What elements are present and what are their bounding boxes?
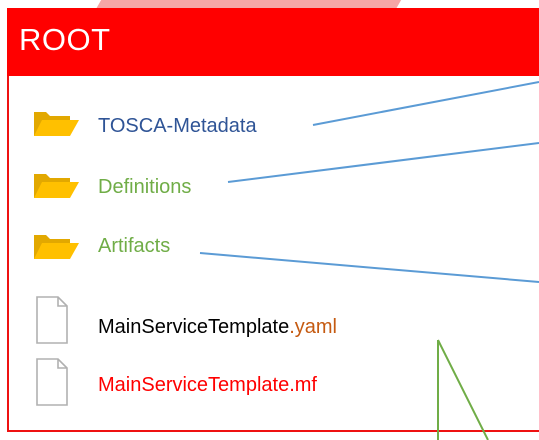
file-label-main-service-template-mf: MainServiceTemplate.mf <box>98 374 317 396</box>
folder-label-definitions: Definitions <box>98 176 192 198</box>
file-icon <box>36 296 68 344</box>
root-header <box>7 8 539 76</box>
file-label-main-service-template-yaml: MainServiceTemplate.yaml <box>98 316 337 339</box>
folder-icon <box>34 235 79 259</box>
file-name-base: MainServiceTemplate <box>98 316 290 338</box>
folder-icon <box>34 112 79 136</box>
file-item-main-service-template-mf[interactable]: MainServiceTemplate.mf <box>36 358 456 408</box>
file-item-main-service-template-yaml[interactable]: MainServiceTemplate.yaml <box>36 296 456 346</box>
file-icon <box>36 358 68 406</box>
root-title: ROOT <box>19 22 111 57</box>
folder-label-tosca-metadata: TOSCA-Metadata <box>98 115 257 137</box>
folder-item-tosca-metadata[interactable]: TOSCA-Metadata <box>32 104 332 140</box>
folder-icon <box>34 174 79 198</box>
file-extension: .yaml <box>289 316 337 338</box>
folder-label-artifacts: Artifacts <box>98 235 171 257</box>
folder-item-artifacts[interactable]: Artifacts <box>32 227 332 263</box>
folder-item-definitions[interactable]: Definitions <box>32 166 332 202</box>
